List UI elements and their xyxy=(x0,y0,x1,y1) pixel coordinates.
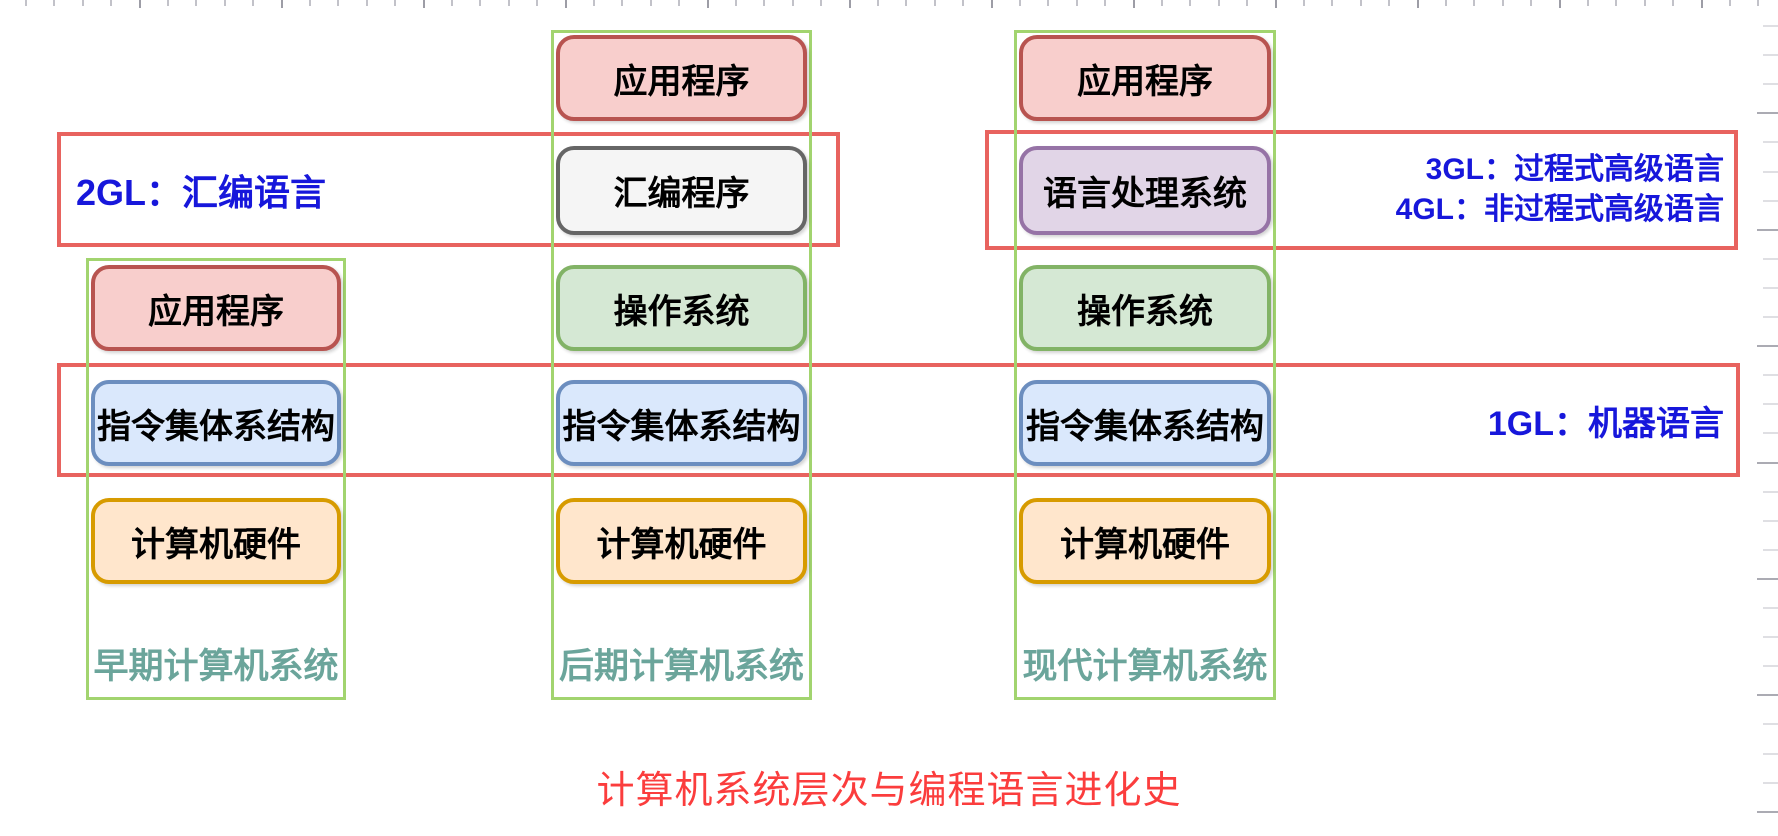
box-language-processing-system: 语言处理系统 xyxy=(1019,146,1271,235)
box-label: 计算机硬件 xyxy=(131,525,301,564)
box-label: 计算机硬件 xyxy=(596,525,767,564)
box-instruction-set-architecture: 指令集体系结构 xyxy=(91,380,341,466)
box-label: 应用程序 xyxy=(148,292,284,331)
column-later-computer-system: 应用程序 汇编程序 操作系统 指令集体系结构 计算机硬件 后期计算机系统 xyxy=(551,30,812,700)
band-1gl: 1GL：机器语言 xyxy=(57,363,1740,477)
band-2gl: 2GL：汇编语言 xyxy=(57,132,840,247)
box-computer-hardware: 计算机硬件 xyxy=(1019,498,1271,584)
column-caption-modern: 现代计算机系统 xyxy=(1022,647,1268,686)
band-1gl-label: 1GL：机器语言 xyxy=(1487,404,1724,443)
box-application-program: 应用程序 xyxy=(91,265,341,351)
box-label: 应用程序 xyxy=(613,62,750,101)
band-3gl-4gl-label: 3GL：过程式高级语言 4GL：非过程式高级语言 xyxy=(1396,134,1724,246)
band-3gl-line: 3GL：过程式高级语言 xyxy=(1425,153,1724,186)
box-instruction-set-architecture: 指令集体系结构 xyxy=(556,380,807,466)
box-label: 操作系统 xyxy=(1077,292,1213,331)
band-3gl-4gl: 3GL：过程式高级语言 4GL：非过程式高级语言 xyxy=(985,130,1738,250)
box-label: 应用程序 xyxy=(1077,62,1213,101)
box-application-program: 应用程序 xyxy=(556,35,807,121)
box-application-program: 应用程序 xyxy=(1019,35,1271,121)
box-label: 计算机硬件 xyxy=(1060,525,1230,564)
column-caption-early: 早期计算机系统 xyxy=(93,647,339,686)
band-4gl-line: 4GL：非过程式高级语言 xyxy=(1395,193,1724,226)
box-operating-system: 操作系统 xyxy=(1019,265,1271,351)
box-computer-hardware: 计算机硬件 xyxy=(556,498,807,584)
column-caption-later: 后期计算机系统 xyxy=(558,647,804,686)
box-instruction-set-architecture: 指令集体系结构 xyxy=(1019,380,1271,466)
column-modern-computer-system: 应用程序 语言处理系统 操作系统 指令集体系结构 计算机硬件 现代计算机系统 xyxy=(1014,30,1276,700)
box-operating-system: 操作系统 xyxy=(556,265,807,351)
box-label: 指令集体系结构 xyxy=(97,407,335,446)
box-assembler-program: 汇编程序 xyxy=(556,146,807,235)
box-label: 操作系统 xyxy=(613,292,750,331)
band-2gl-label: 2GL：汇编语言 xyxy=(76,171,327,213)
box-label: 指令集体系结构 xyxy=(1026,407,1264,446)
box-label: 汇编程序 xyxy=(613,175,750,213)
column-early-computer-system: 应用程序 指令集体系结构 计算机硬件 早期计算机系统 xyxy=(86,258,346,700)
box-label: 语言处理系统 xyxy=(1043,175,1247,213)
box-label: 指令集体系结构 xyxy=(562,407,801,446)
diagram-title: 计算机系统层次与编程语言进化史 xyxy=(596,770,1182,812)
box-computer-hardware: 计算机硬件 xyxy=(91,498,341,584)
